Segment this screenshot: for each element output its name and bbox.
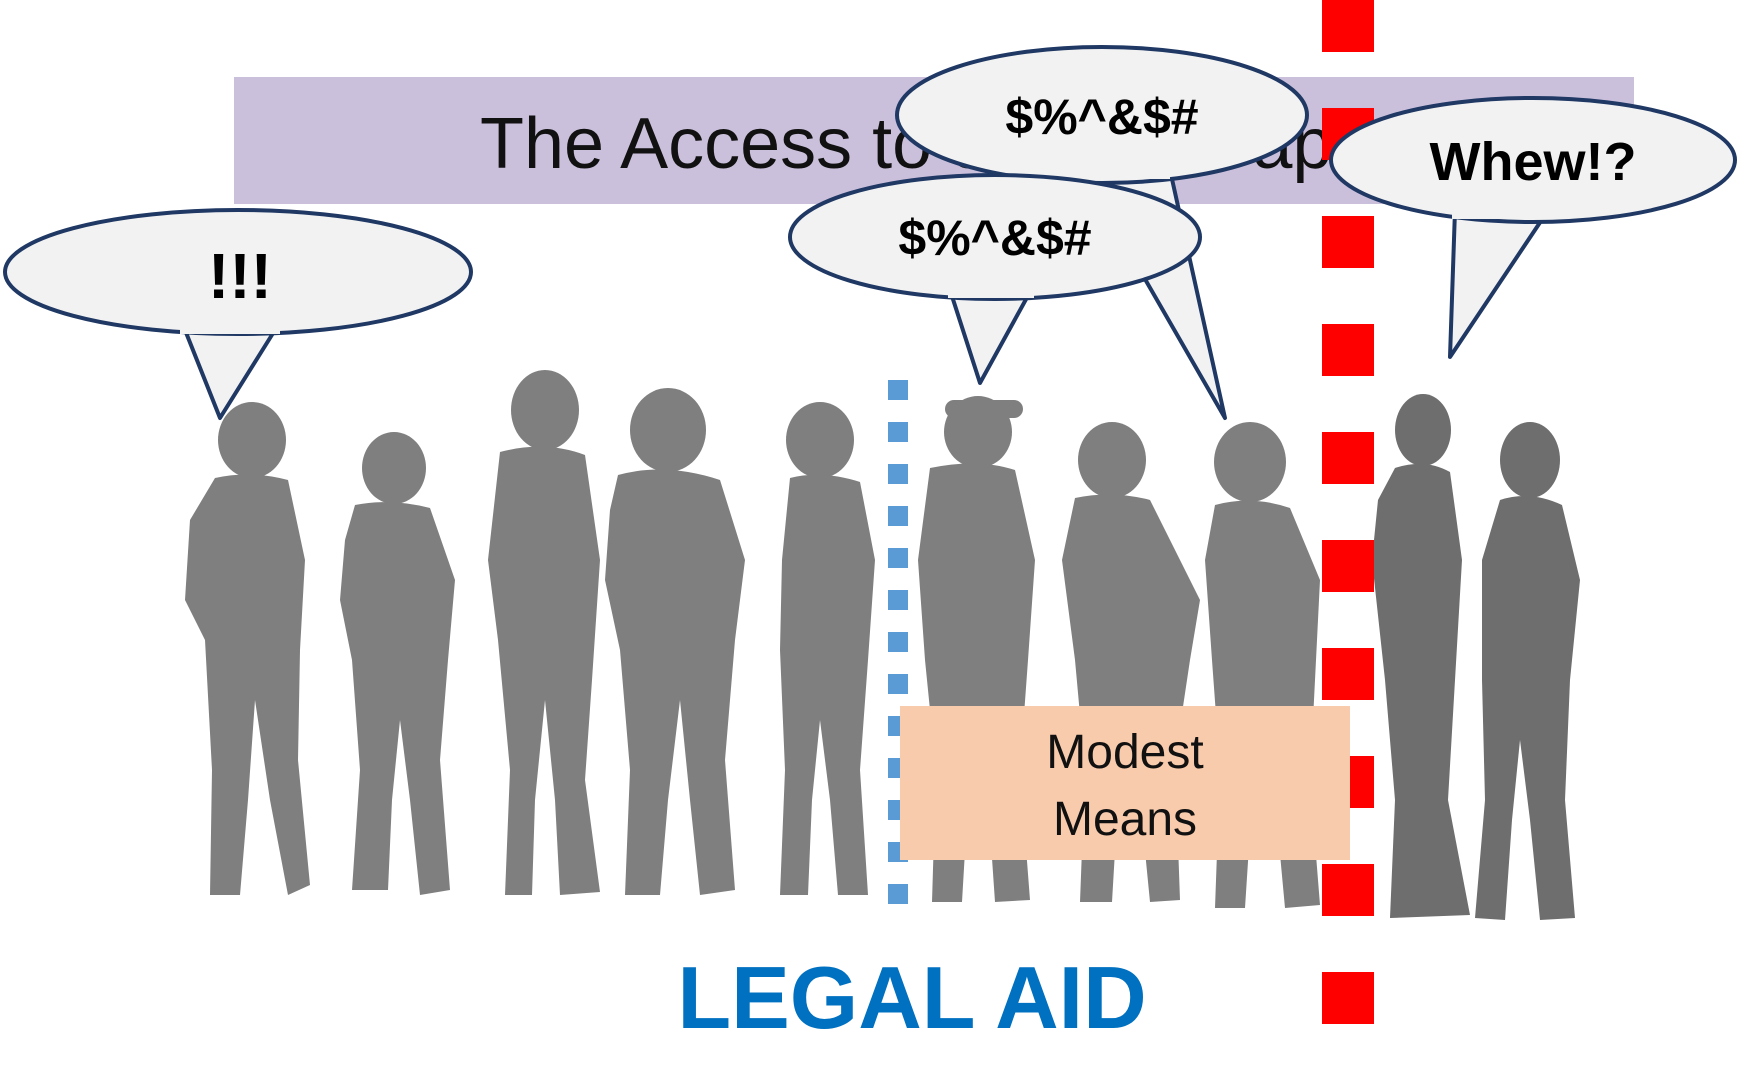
speech-bubble-left: !!! xyxy=(3,208,473,420)
person-10-silhouette xyxy=(1475,422,1580,920)
speech-bubble-middle-bottom: $%^&$# xyxy=(788,173,1202,385)
modest-means-box xyxy=(900,706,1350,860)
speech-bubble-middle-top-text: $%^&$# xyxy=(1005,89,1198,145)
speech-bubble-right: Whew!? xyxy=(1329,96,1737,359)
person-9-silhouette xyxy=(1372,394,1470,918)
person-3-silhouette xyxy=(488,370,600,895)
modest-means-line2: Means xyxy=(1053,793,1197,846)
person-1-silhouette xyxy=(185,402,310,895)
people-beyond-gap xyxy=(1372,394,1580,920)
speech-bubble-right-text: Whew!? xyxy=(1430,132,1637,192)
modest-means-line1: Modest xyxy=(1046,726,1203,779)
legal-aid-label: LEGAL AID xyxy=(677,948,1146,1047)
person-2-silhouette xyxy=(340,432,455,895)
speech-bubble-left-text: !!! xyxy=(208,240,272,312)
person-5-silhouette xyxy=(780,402,875,895)
person-4-silhouette xyxy=(605,388,745,895)
speech-bubble-middle-bottom-text: $%^&$# xyxy=(898,210,1091,266)
